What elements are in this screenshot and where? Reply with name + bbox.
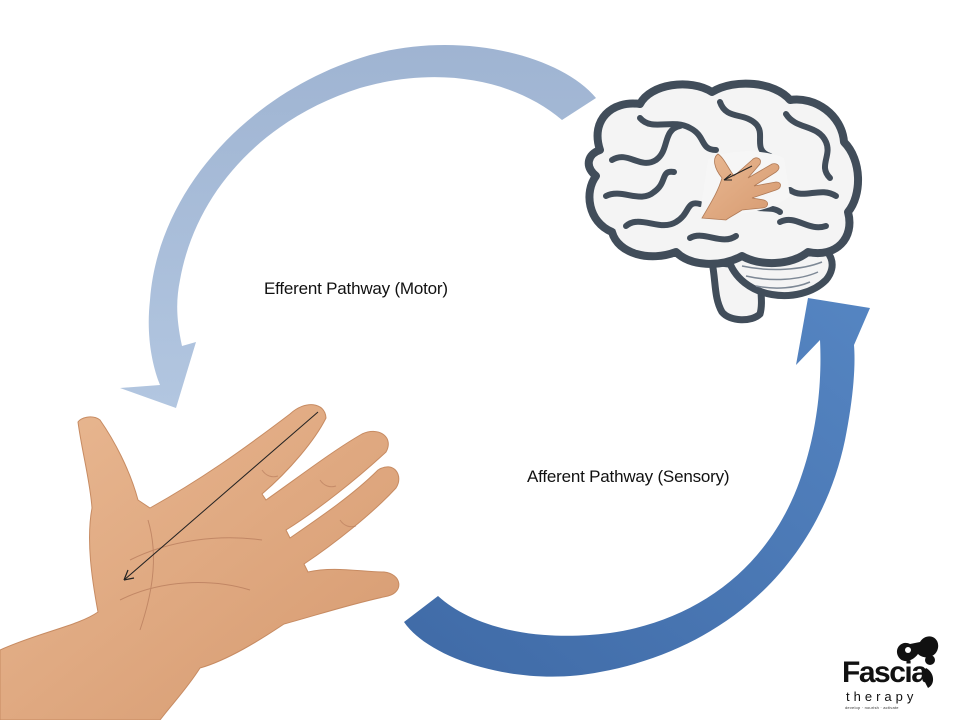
afferent-pathway-label: Afferent Pathway (Sensory) <box>527 467 730 486</box>
small-hand-icon <box>701 153 781 221</box>
logo-swirl-icon <box>896 636 939 688</box>
logo-subtitle: therapy <box>846 689 918 704</box>
hand-icon <box>0 404 400 720</box>
efferent-pathway-label: Efferent Pathway (Motor) <box>264 279 448 298</box>
efferent-arrow-icon <box>120 45 596 409</box>
brain-icon <box>584 79 862 324</box>
logo-name: Fascia <box>842 656 928 689</box>
logo-tagline: develop · nourish · activate <box>845 705 899 710</box>
afferent-arrow-icon <box>404 298 870 677</box>
